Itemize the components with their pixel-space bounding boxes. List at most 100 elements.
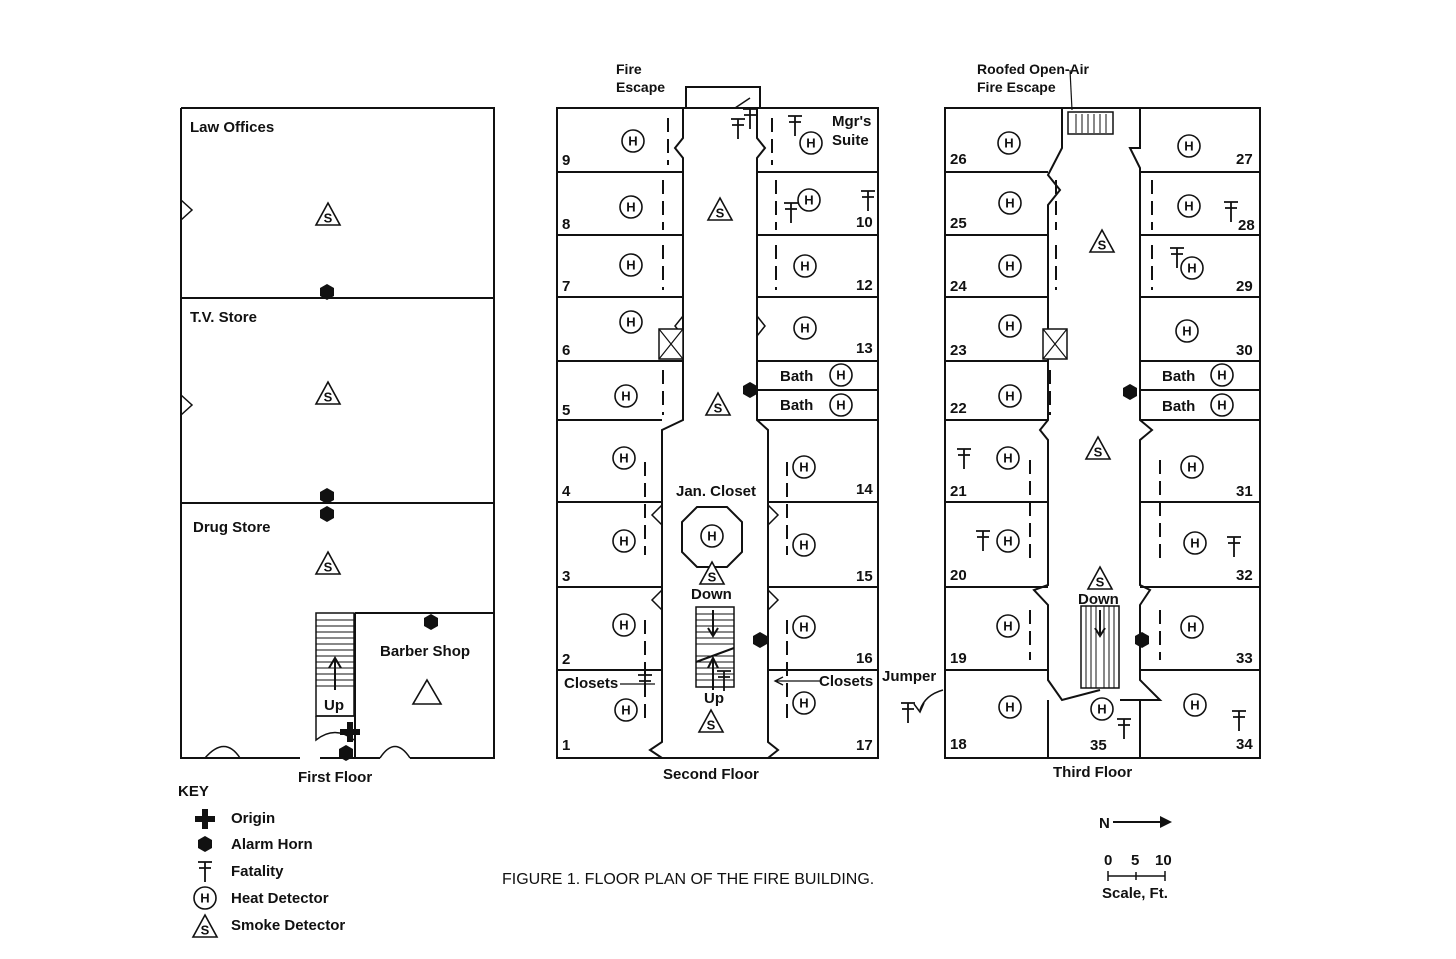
heat-detector: H — [614, 698, 638, 722]
svg-text:22: 22 — [950, 400, 967, 417]
heat-detector: H — [799, 131, 823, 155]
room-numbers: 9 8 7 6 5 4 3 2 1 10 12 13 14 15 16 17 — [562, 152, 873, 754]
heat-detector: H — [792, 533, 816, 557]
svg-text:H: H — [626, 200, 635, 215]
heat-detector: H — [1180, 455, 1204, 479]
origin-icon — [340, 722, 360, 742]
svg-text:13: 13 — [856, 340, 873, 357]
svg-text:H: H — [1187, 460, 1196, 475]
alarm-horn-icon — [743, 382, 757, 398]
svg-text:H: H — [1003, 619, 1012, 634]
alarm-horn-icon — [1123, 384, 1137, 400]
first-floor: Law Offices T.V. Store Drug Store Barber… — [180, 107, 495, 786]
svg-text:H: H — [799, 460, 808, 475]
up-label: Up — [704, 690, 724, 707]
heat-detector: H — [612, 613, 636, 637]
alarm-horn-icon — [753, 632, 767, 648]
figure-caption: FIGURE 1. FLOOR PLAN OF THE FIRE BUILDIN… — [502, 871, 874, 888]
stair-up-label: Up — [324, 697, 344, 714]
svg-text:26: 26 — [950, 151, 967, 168]
third-floor: Roofed Open-Air Fire Escape Bath Bath Do… — [944, 61, 1261, 781]
svg-text:H: H — [707, 529, 716, 544]
fatality-icon — [787, 115, 803, 137]
svg-text:14: 14 — [856, 481, 873, 498]
svg-text:H: H — [1184, 199, 1193, 214]
svg-text:H: H — [1003, 534, 1012, 549]
jan-closet-label: Jan. Closet — [676, 483, 756, 500]
svg-text:S: S — [708, 570, 717, 585]
svg-text:H: H — [800, 321, 809, 336]
bath-label: Bath — [780, 368, 813, 385]
svg-text:H: H — [1190, 536, 1199, 551]
heat-detector: H — [619, 195, 643, 219]
svg-text:4: 4 — [562, 483, 571, 500]
second-floor: Fire Escape Mgr's Suite Jan. Closet Bath… — [556, 61, 879, 783]
heat-detector: H — [793, 316, 817, 340]
svg-text:H: H — [1005, 319, 1014, 334]
closets-label: Closets — [819, 673, 873, 690]
svg-text:S: S — [1096, 575, 1105, 590]
svg-text:10: 10 — [856, 214, 873, 231]
svg-text:H: H — [619, 618, 628, 633]
alarm-horn-icon — [424, 614, 438, 630]
heat-detector: H — [700, 524, 724, 548]
heat-detector: H — [829, 393, 853, 417]
svg-text:H: H — [799, 538, 808, 553]
scale-bar: 0 5 10 Scale, Ft. — [1102, 852, 1172, 902]
svg-text:31: 31 — [1236, 483, 1253, 500]
svg-text:20: 20 — [950, 567, 967, 584]
roofed-fire-escape-label: Fire Escape — [977, 79, 1056, 95]
origin-icon — [195, 809, 215, 829]
room-numbers: 26 25 24 23 22 21 20 19 18 27 28 29 30 3… — [950, 151, 1255, 754]
svg-text:S: S — [201, 923, 210, 938]
heat-detector: H — [998, 254, 1022, 278]
fatality-icon — [197, 861, 213, 883]
svg-text:32: 32 — [1236, 567, 1253, 584]
svg-text:H: H — [1184, 139, 1193, 154]
svg-text:H: H — [626, 258, 635, 273]
heat-detector: H — [1177, 134, 1201, 158]
alarm-horn-icon — [320, 488, 334, 504]
svg-text:H: H — [1005, 700, 1014, 715]
mgr-suite-label: Mgr's — [832, 113, 871, 130]
fatality-icon — [730, 118, 746, 140]
svg-text:29: 29 — [1236, 278, 1253, 295]
svg-text:H: H — [800, 259, 809, 274]
svg-text:18: 18 — [950, 736, 967, 753]
svg-text:H: H — [799, 620, 808, 635]
room-barber-shop: Barber Shop — [380, 643, 470, 660]
jumper: Jumper — [882, 668, 944, 724]
svg-text:S: S — [716, 206, 725, 221]
heat-detector: H — [998, 191, 1022, 215]
heat-detector: H — [1210, 393, 1234, 417]
svg-text:S: S — [324, 390, 333, 405]
smoke-detector: S — [1087, 566, 1113, 590]
smoke-detector: S — [1089, 229, 1115, 253]
svg-text:35: 35 — [1090, 737, 1107, 754]
svg-text:H: H — [836, 368, 845, 383]
svg-text:H: H — [1187, 261, 1196, 276]
svg-text:H: H — [1187, 620, 1196, 635]
svg-text:H: H — [1190, 698, 1199, 713]
svg-text:23: 23 — [950, 342, 967, 359]
legend-title: KEY — [178, 783, 209, 800]
legend-origin: Origin — [231, 810, 275, 827]
heat-detector: H — [1180, 615, 1204, 639]
svg-text:H: H — [836, 398, 845, 413]
svg-text:H: H — [200, 891, 209, 906]
heat-detector: H — [998, 384, 1022, 408]
alarm-horn-icon — [198, 836, 212, 852]
alarm-horn-icon — [320, 506, 334, 522]
heat-detector: H — [793, 254, 817, 278]
smoke-detector: S — [699, 561, 725, 585]
legend-fatality: Fatality — [231, 863, 284, 880]
svg-text:1: 1 — [562, 737, 570, 754]
closets-label: Closets — [564, 675, 618, 692]
smoke-detector: S — [1085, 436, 1111, 460]
roofed-fire-escape-label: Roofed Open-Air — [977, 61, 1090, 77]
heat-detector: H — [614, 384, 638, 408]
north-arrow: N — [1099, 815, 1172, 832]
svg-text:2: 2 — [562, 651, 570, 668]
fatality-icon — [783, 202, 799, 224]
svg-text:19: 19 — [950, 650, 967, 667]
